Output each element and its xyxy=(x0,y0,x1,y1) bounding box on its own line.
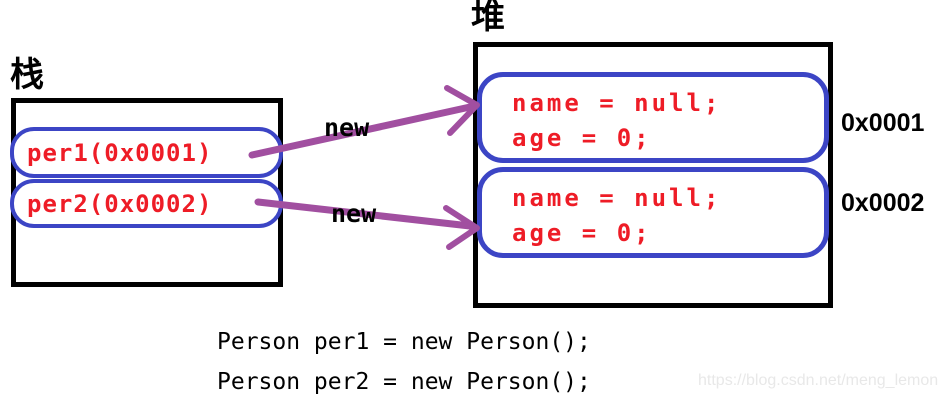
heap-object-1-field-age: age = 0; xyxy=(512,124,652,152)
heap-label: 堆 xyxy=(471,0,505,37)
stack-variable-per2: per2(0x0002) xyxy=(10,179,283,228)
stack-variable-per1-label: per1(0x0001) xyxy=(27,138,213,167)
heap-object-2-field-name: name = null; xyxy=(512,184,722,212)
heap-object-1: name = null; age = 0; xyxy=(477,72,829,163)
stack-variable-per1: per1(0x0001) xyxy=(10,127,283,178)
watermark: https://blog.csdn.net/meng_lemon xyxy=(698,372,939,389)
heap-object-2-address: 0x0002 xyxy=(841,189,925,217)
heap-object-1-field-name: name = null; xyxy=(512,89,722,117)
code-line-2: Person per2 = new Person(); xyxy=(217,369,591,395)
arrow-2-new-label: new xyxy=(331,199,377,228)
stack-label: 栈 xyxy=(10,55,44,95)
code-line-1: Person per1 = new Person(); xyxy=(217,329,591,355)
stack-variable-per2-label: per2(0x0002) xyxy=(27,189,213,218)
heap-object-2-field-age: age = 0; xyxy=(512,219,652,247)
arrow-1-new-label: new xyxy=(324,113,370,142)
heap-object-2: name = null; age = 0; xyxy=(477,167,829,258)
heap-object-1-address: 0x0001 xyxy=(841,109,925,137)
